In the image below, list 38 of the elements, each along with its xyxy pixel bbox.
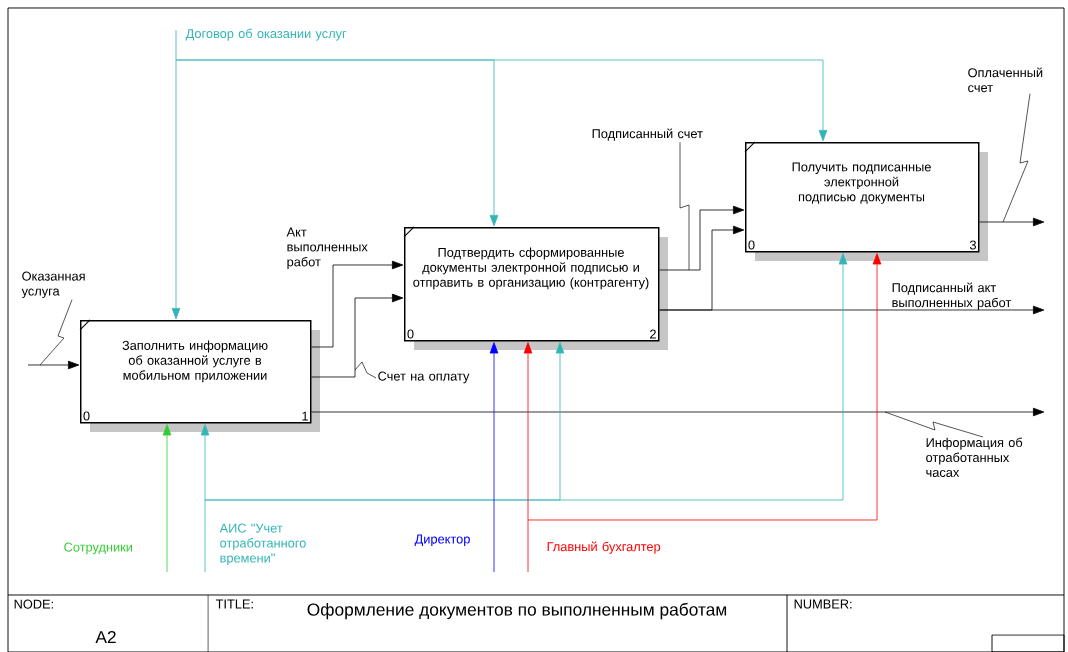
arrow-label: Подписанный счет <box>592 128 703 141</box>
node-label: 0 <box>748 240 755 250</box>
arrow <box>659 205 745 271</box>
arrow <box>979 217 1045 227</box>
arrow <box>311 293 404 378</box>
arrow <box>171 29 181 320</box>
arrow-label: Счет на оплату <box>354 361 470 384</box>
arrow <box>523 342 533 573</box>
arrow <box>204 253 848 501</box>
arrow-label: Информация об отработанных часах <box>884 411 1023 477</box>
arrow-label: Оплаченный счет <box>968 67 1043 93</box>
arrow-label: Директор <box>414 534 470 547</box>
arrow <box>311 260 404 348</box>
arrow-label: Оказанная услуга <box>21 271 85 299</box>
leader-line <box>39 299 73 366</box>
frame-label: A2 <box>95 630 116 644</box>
arrow <box>27 360 80 370</box>
arrow <box>200 424 210 573</box>
diagram-title: Оформление документов по выполненным работам <box>307 602 727 620</box>
frame-label: NODE: <box>14 599 53 609</box>
leader-line <box>1002 93 1031 223</box>
process-box: Подтвердить сформированные документы электронной подписью и отправить в организацию (контрагенту) 0 2 <box>403 226 668 350</box>
frame-label: TITLE: <box>215 599 253 609</box>
arrow <box>527 253 882 521</box>
frame-label: NUMBER: <box>794 599 852 609</box>
arrow <box>659 305 1045 315</box>
arrow <box>162 424 172 573</box>
arrow-label: Акт выполненных работ <box>286 227 368 269</box>
arrow-label: Главный бухгалтер <box>547 541 661 554</box>
arrow-label: Подписанный акт выполненных работ <box>892 282 1012 310</box>
arrow <box>489 342 499 573</box>
arrow-label: Договор об оказании услуг <box>185 28 347 41</box>
arrow <box>311 407 1045 417</box>
leader-line <box>679 141 690 271</box>
process-box: Заполнить информацию об оказанной услуге в мобильном приложении 0 1 <box>79 319 320 432</box>
arrow-label: Сотрудники <box>64 542 133 555</box>
arrow <box>175 59 828 142</box>
arrow-label: АИС "Учет отработанного времени" <box>219 523 306 566</box>
